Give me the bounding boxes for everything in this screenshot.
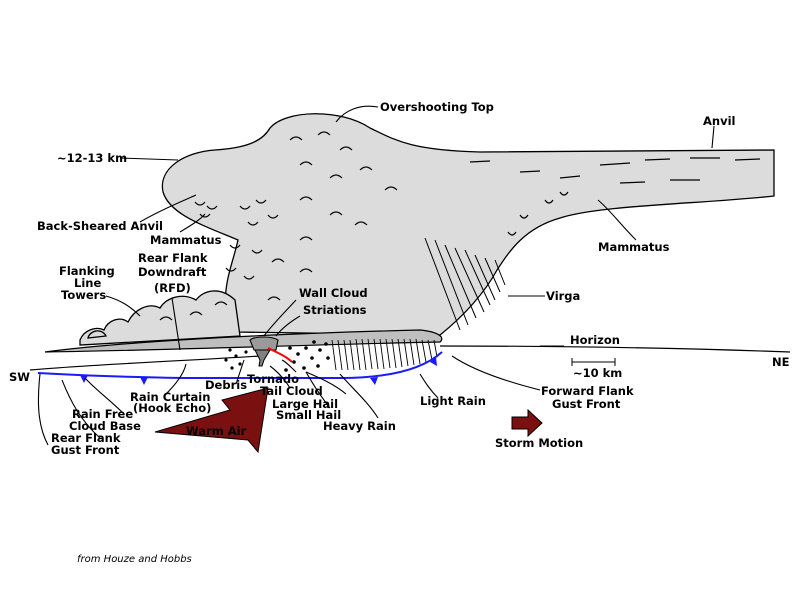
- storm-motion-label: Storm Motion: [495, 436, 583, 450]
- leader-lines: [37, 105, 715, 446]
- gust-front: [37, 351, 443, 380]
- large-hail-label: Large Hail: [272, 397, 338, 411]
- ne-label: NE: [772, 355, 790, 369]
- striations-label: Striations: [303, 303, 367, 317]
- rain-free-cloud-base: [44, 329, 443, 353]
- mammatus-pouches-right: [507, 191, 569, 236]
- forward-flank-label-1: Forward Flank: [541, 384, 634, 398]
- heavy-rain-label: Heavy Rain: [323, 419, 396, 433]
- rfd-label-3: (RFD): [154, 281, 191, 295]
- rear-flank-gust-label-2: Gust Front: [51, 443, 120, 457]
- rfd-label-2: Downdraft: [138, 265, 207, 279]
- tornado-label: Tornado: [247, 372, 299, 386]
- gust-front-barbs: [80, 357, 437, 385]
- rain-curtain-label-1: Rain Curtain: [130, 390, 210, 404]
- flanking-line-label-3: Towers: [61, 288, 106, 302]
- horizon-label: Horizon: [570, 333, 620, 347]
- heavy-rain-region: [331, 338, 438, 371]
- warm-air-label: Warm Air: [186, 424, 247, 438]
- tornado-funnel: [254, 349, 271, 367]
- anvil-label: Anvil: [703, 114, 735, 128]
- debris-label: Debris: [205, 378, 247, 392]
- wall-cloud-label: Wall Cloud: [299, 286, 368, 300]
- rfd-label-1: Rear Flank: [138, 251, 208, 265]
- virga-label: Virga: [546, 289, 580, 303]
- anvil-cloud: [161, 113, 775, 336]
- rain-curtain-label-2: (Hook Echo): [133, 401, 211, 415]
- flanking-line-towers: [79, 290, 241, 346]
- small-hail-label: Small Hail: [276, 408, 341, 422]
- sw-label: SW: [9, 370, 30, 384]
- back-sheared-anvil-label: Back-Sheared Anvil: [37, 219, 163, 233]
- mammatus-left-label: Mammatus: [150, 233, 222, 247]
- rear-flank-gust-label-1: Rear Flank: [51, 431, 121, 445]
- forward-flank-label-2: Gust Front: [552, 397, 621, 411]
- cloud-texture: [159, 131, 398, 321]
- altitude-label: ~12-13 km: [57, 151, 127, 165]
- horizon-line-left: [29, 355, 261, 371]
- wall-cloud: [249, 336, 279, 351]
- scale-label: ~10 km: [573, 366, 622, 380]
- rain-free-label-1: Rain Free: [72, 407, 133, 421]
- hail-region: [224, 340, 330, 372]
- virga-streaks: [424, 237, 506, 331]
- horizon-line: [439, 345, 791, 353]
- flanking-line-label-2: Line: [74, 276, 101, 290]
- warm-air-arrow: [154, 387, 269, 454]
- rain-free-label-2: Cloud Base: [69, 419, 141, 433]
- mammatus-right-label: Mammatus: [598, 240, 670, 254]
- light-rain-label: Light Rain: [420, 394, 486, 408]
- mammatus-pouches-left: [194, 199, 279, 280]
- flanking-line-label-1: Flanking: [59, 264, 115, 278]
- tail-cloud-label: Tail Cloud: [260, 384, 323, 398]
- anvil-streaks: [469, 157, 761, 184]
- storm-motion-arrow: [511, 408, 543, 438]
- scale-bar: [571, 358, 616, 366]
- overshooting-top-label: Overshooting Top: [380, 100, 494, 114]
- credit-label: from Houze and Hobbs: [77, 554, 192, 565]
- tail-cloud: [267, 347, 293, 363]
- small-tower: [87, 330, 107, 339]
